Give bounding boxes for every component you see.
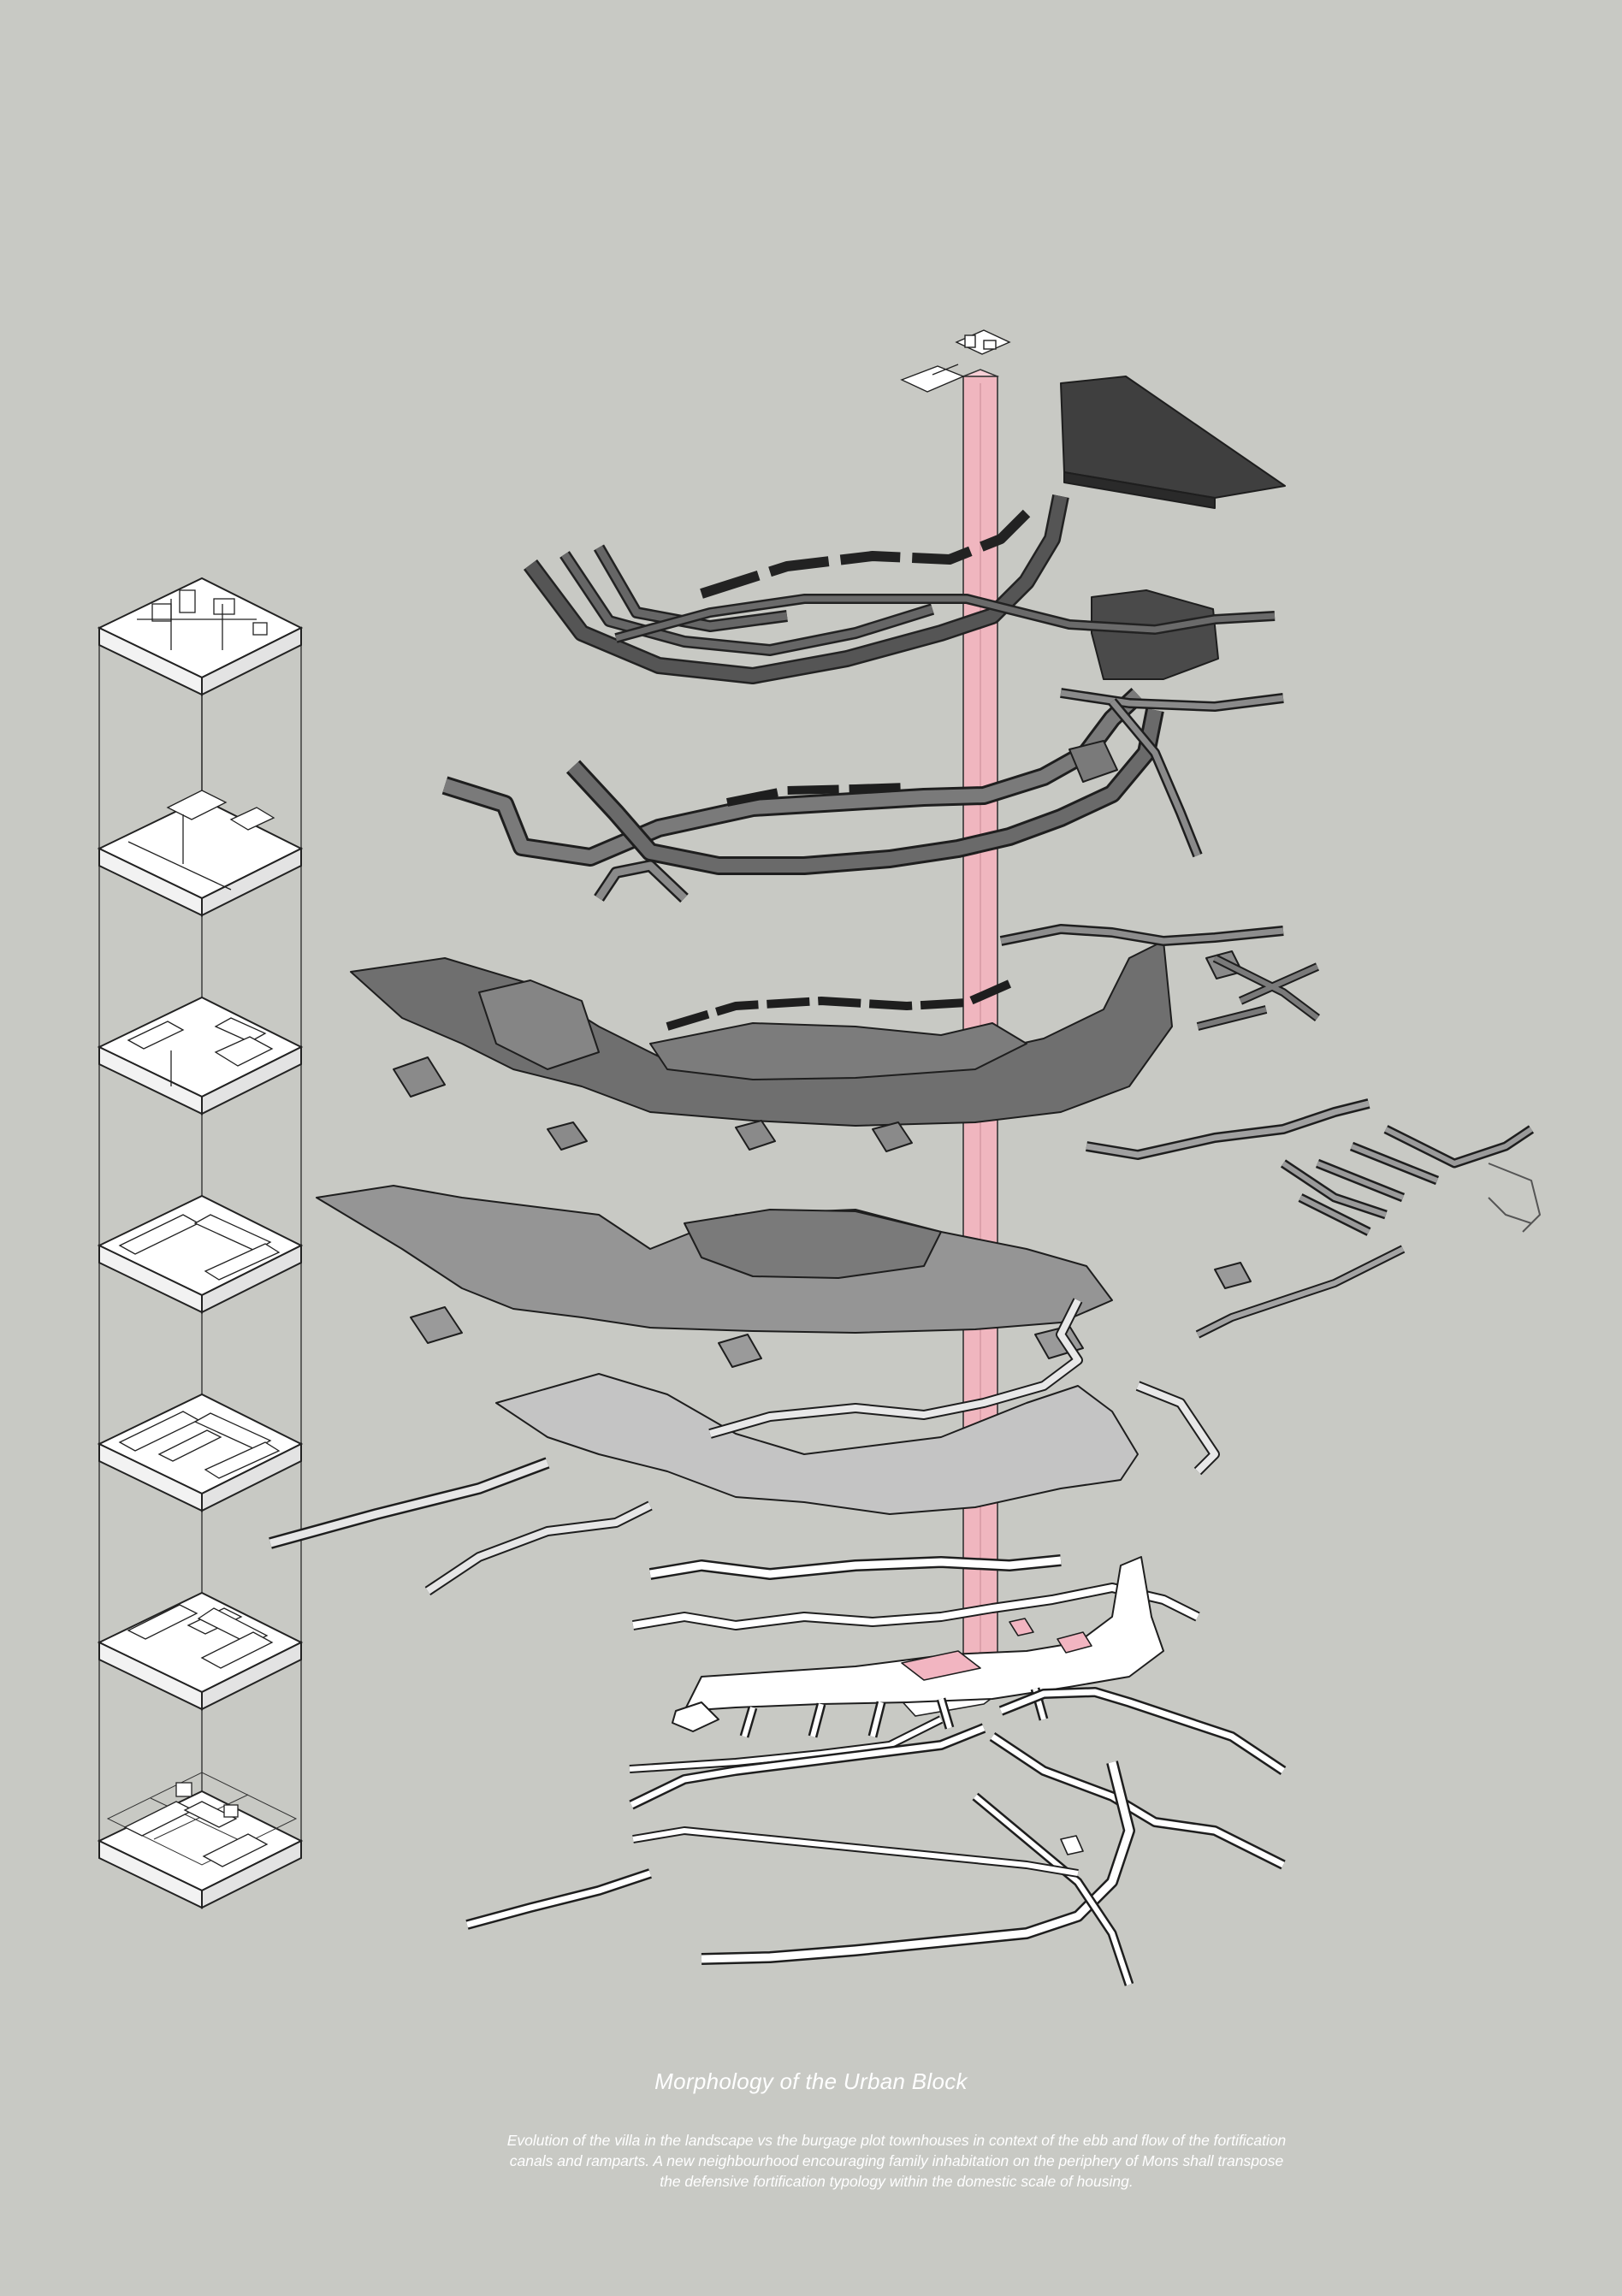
layer-street-network [629,1554,1286,1986]
layer-fortification-5 [269,1298,1220,1595]
axis-top-model [900,329,1011,393]
layer1-large-polygon [1060,376,1286,499]
layer-ground-roads [465,1687,1287,1930]
block-stage-7 [98,1772,302,1908]
block-evolution-stack [98,577,302,1908]
diagram-caption: Evolution of the villa in the landscape … [426,2130,1367,2192]
block-stage-4 [98,1195,302,1313]
block-stage-5 [98,1394,302,1512]
layer-fortification-2 [441,687,1284,903]
block-stage-1 [98,577,302,695]
caption-line-1: Evolution of the villa in the landscape … [506,2132,1287,2149]
block-stage-3 [98,997,302,1115]
layer-fortification-1 [524,376,1286,684]
block-stage-6 [98,1592,302,1710]
layer-fortification-3 [350,924,1320,1152]
caption-line-3: the defensive fortification typology wit… [660,2173,1134,2190]
highlighted-buildings [901,1618,1092,1681]
caption-line-2: canals and ramparts. A new neighbourhood… [509,2152,1284,2169]
diagram-title: Morphology of the Urban Block [654,2068,968,2094]
block-stage-2 [98,790,302,916]
layer-fortification-4 [316,1098,1541,1368]
